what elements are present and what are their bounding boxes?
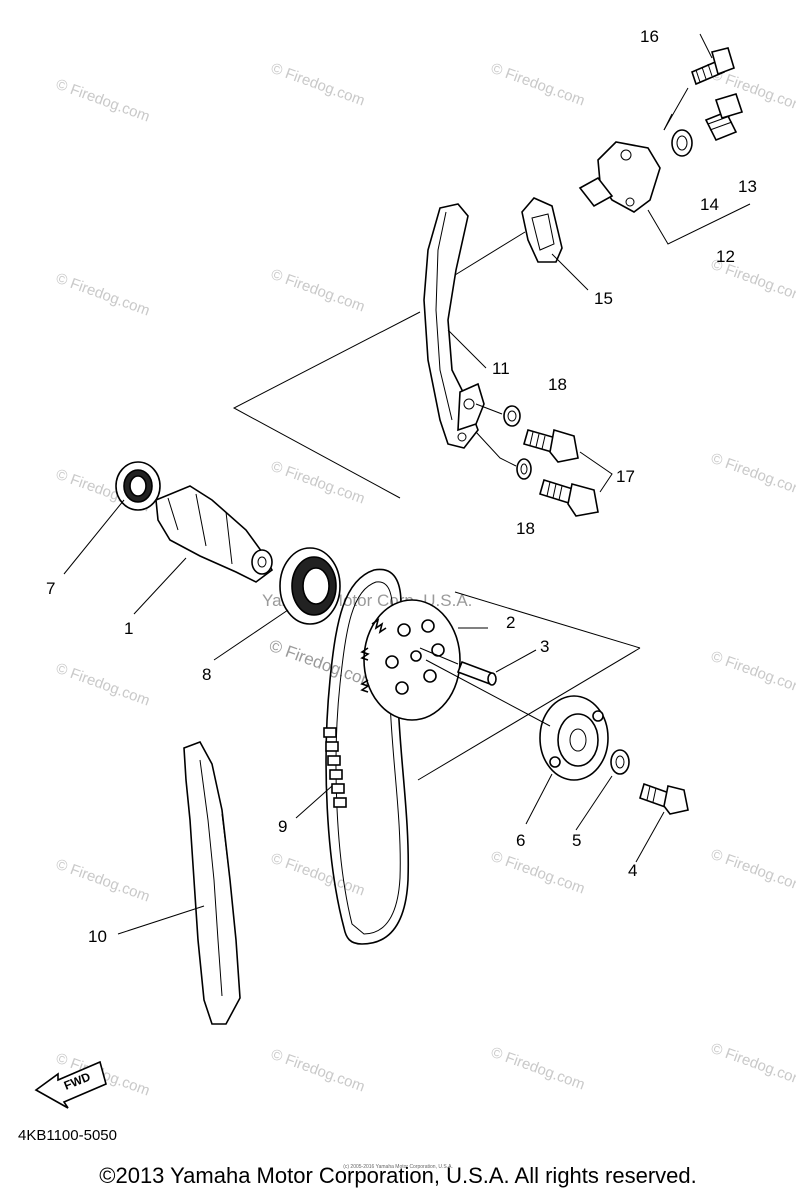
part-label-11: 11	[492, 359, 510, 378]
part-label-5: 5	[572, 831, 581, 850]
watermark: © Firedog.com	[489, 60, 587, 110]
part-label-17: 17	[616, 467, 635, 486]
part-17-leader-bracket	[579, 451, 613, 493]
part-2-cam-sprocket[interactable]	[360, 599, 461, 721]
part-label-10: 10	[88, 927, 107, 946]
part-5-washer[interactable]	[610, 749, 630, 775]
watermark: © Firedog.com	[709, 450, 796, 500]
watermark: © Firedog.com	[269, 850, 367, 900]
diagram-code: 4KB1100-5050	[18, 1127, 117, 1144]
part-label-9: 9	[278, 817, 287, 836]
part-16-bolt[interactable]	[691, 47, 735, 86]
part-label-2: 2	[506, 613, 515, 632]
fwd-arrow: FWD	[34, 1060, 107, 1109]
part-11-chain-guide[interactable]	[423, 203, 485, 449]
watermark: © Firedog.com	[269, 1046, 367, 1096]
watermark: © Firedog.com	[709, 846, 796, 896]
part-4-bolt[interactable]	[639, 782, 689, 815]
watermark-layer: © Firedog.com © Firedog.com © Firedog.co…	[54, 60, 796, 1100]
part-15-gasket[interactable]	[454, 197, 563, 276]
part-13-plug[interactable]	[704, 93, 744, 142]
watermark: © Firedog.com	[54, 270, 152, 320]
small-copyright-notice: (c) 2005-2016 Yamaha Motor Corporation, …	[343, 1164, 453, 1170]
part-label-4: 4	[628, 861, 637, 880]
part-18a-washer[interactable]	[475, 403, 521, 427]
part-10-chain-guide[interactable]	[183, 741, 241, 1025]
part-3-dowel-pin[interactable]	[419, 647, 497, 686]
part-labels: 7 1 8 9 10 11 12 13 14 15 16 17 18 18 2 …	[46, 27, 757, 946]
part-label-16: 16	[640, 27, 659, 46]
part-label-6: 6	[516, 831, 525, 850]
part-label-15: 15	[594, 289, 613, 308]
watermark: © Firedog.com	[269, 458, 367, 508]
watermark: © Firedog.com	[709, 1040, 796, 1090]
part-label-7: 7	[46, 579, 55, 598]
watermark: © Firedog.com	[54, 660, 152, 710]
part-6-plate[interactable]	[425, 659, 609, 781]
part-label-18b: 18	[516, 519, 535, 538]
watermark: © Firedog.com	[709, 648, 796, 698]
part-label-8: 8	[202, 665, 211, 684]
part-12-tensioner[interactable]	[578, 87, 689, 213]
part-label-12: 12	[716, 247, 735, 266]
part-14-washer[interactable]	[671, 129, 693, 157]
watermark: © Firedog.com	[489, 848, 587, 898]
watermark: © Firedog.com	[269, 266, 367, 316]
part-label-14: 14	[700, 195, 719, 214]
part-label-3: 3	[540, 637, 549, 656]
watermark: © Firedog.com	[489, 1044, 587, 1094]
part-17-bolt-upper[interactable]	[523, 428, 579, 463]
part-1-camshaft[interactable]	[155, 485, 274, 583]
part-18b-washer[interactable]	[475, 431, 532, 480]
leader-lines	[63, 33, 751, 935]
part-label-1: 1	[124, 619, 133, 638]
part-label-18a: 18	[548, 375, 567, 394]
part-7-bearing[interactable]	[115, 461, 161, 511]
watermark: © Firedog.com	[54, 76, 152, 126]
copyright-footer: ©2013 Yamaha Motor Corporation, U.S.A. A…	[99, 1163, 697, 1188]
part-17-bolt-lower[interactable]	[539, 478, 599, 517]
part-label-13: 13	[738, 177, 757, 196]
part-8-bearing[interactable]	[279, 547, 341, 625]
watermark: © Firedog.com	[269, 60, 367, 110]
assembly-outline	[232, 311, 641, 781]
watermark: © Firedog.com	[54, 856, 152, 906]
